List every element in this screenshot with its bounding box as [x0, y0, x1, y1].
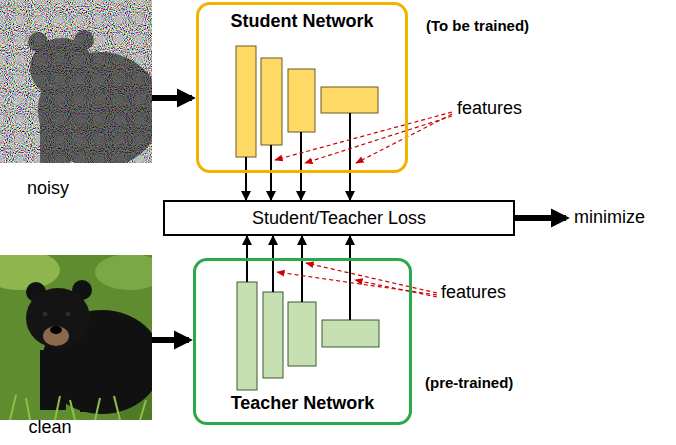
- network-box: Student Network: [196, 2, 408, 173]
- features-label: features: [441, 282, 506, 304]
- feature-arrow: [245, 173, 247, 200]
- feature-arrow: [300, 173, 302, 200]
- annotation: (To be trained): [426, 17, 529, 35]
- input-arrow: [152, 337, 189, 343]
- node-title: Student Network: [230, 11, 373, 32]
- node-title: Student/Teacher Loss: [252, 208, 426, 229]
- feature-arrow: [349, 173, 351, 200]
- noisy-image: [0, 0, 152, 163]
- layer-stems: [246, 113, 350, 172]
- loss-box: Student/Teacher Loss: [163, 200, 515, 236]
- image-label: noisy: [27, 178, 69, 200]
- feature-arrow: [349, 236, 351, 258]
- feature-arrow: [270, 173, 272, 200]
- input-arrow: [152, 95, 192, 101]
- feature-arrow: [301, 236, 303, 258]
- output-label: minimize: [574, 207, 645, 229]
- teacher-layers: [237, 282, 379, 390]
- annotation: (pre-trained): [425, 374, 513, 392]
- feature-arrow: [272, 236, 274, 258]
- feature-arrow: [246, 236, 248, 258]
- features-label: features: [457, 98, 522, 120]
- network-box: Teacher Network: [193, 258, 412, 425]
- clean-image: [0, 255, 152, 420]
- student-layers: [236, 46, 378, 157]
- node-title: Teacher Network: [231, 393, 375, 414]
- image-label: clean: [28, 417, 71, 439]
- output-arrow: [515, 215, 566, 221]
- layer-stems: [247, 259, 350, 320]
